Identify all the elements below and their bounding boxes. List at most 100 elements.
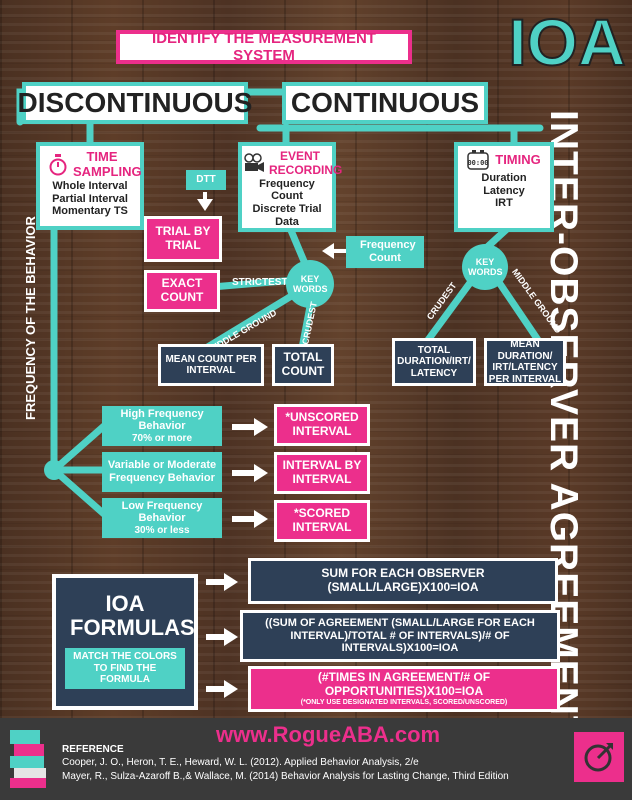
branch-low-line bbox=[50, 466, 108, 518]
formula3-text: (#TIMES IN AGREEMENT/# OF OPPORTUNITIES)… bbox=[317, 670, 491, 698]
ioa-title: IOA bbox=[507, 4, 626, 82]
event-recording-box: EVENT RECORDING Frequency Count Discrete… bbox=[238, 142, 343, 232]
frequency-count-label: Frequency Count bbox=[360, 239, 416, 264]
formula3-box: (#TIMES IN AGREEMENT/# OF OPPORTUNITIES)… bbox=[248, 666, 560, 712]
low-arrow bbox=[254, 510, 268, 528]
ioa-formulas-panel: IOA FORMULAS MATCH THE COLORS TO FIND TH… bbox=[52, 574, 198, 710]
svg-text:00:00: 00:00 bbox=[468, 159, 489, 167]
reference-2: Mayer, R., Sulza-Azaroff B.,& Wallace, M… bbox=[62, 771, 509, 782]
frequency-count-box: Frequency Count bbox=[346, 236, 424, 268]
scored-interval-label: *SCORED INTERVAL bbox=[292, 506, 352, 534]
formula2-text: ((SUM OF AGREEMENT (SMALL/LARGE FOR EACH… bbox=[265, 617, 535, 655]
time-sampling-item: Momentary TS bbox=[52, 205, 128, 218]
high-frequency-box: High Frequency Behavior 70% or more bbox=[102, 406, 222, 446]
digital-timer-icon: 00:00 bbox=[467, 150, 489, 170]
reference-label: REFERENCE bbox=[62, 744, 124, 755]
mean-count-label: MEAN COUNT PER INTERVAL bbox=[165, 353, 257, 377]
moderate-arrow-shaft bbox=[232, 470, 254, 476]
exact-count-label: EXACT COUNT bbox=[160, 276, 204, 304]
moderate-frequency-title: Variable or Moderate Frequency Behavior bbox=[107, 459, 217, 484]
formula1-box: SUM FOR EACH OBSERVER (SMALL/LARGE)X100=… bbox=[248, 558, 558, 604]
low-arrow-shaft bbox=[232, 516, 254, 522]
event-recording-item: Count bbox=[271, 190, 303, 203]
timing-item: IRT bbox=[495, 197, 513, 210]
unscored-interval-label: *UNSCORED INTERVAL bbox=[285, 410, 359, 438]
trial-by-trial-box: TRIAL BY TRIAL bbox=[144, 216, 222, 262]
event-recording-item: Frequency bbox=[259, 177, 315, 190]
mean-duration-box: MEAN DURATION/ IRT/LATENCY PER INTERVAL bbox=[484, 338, 566, 386]
total-count-box: TOTAL COUNT bbox=[272, 344, 334, 386]
dtt-arrow-shaft bbox=[203, 192, 207, 200]
timing-box: 00:00 TIMING Duration Latency IRT bbox=[454, 142, 554, 232]
formula2-arrow-shaft bbox=[206, 634, 224, 640]
event-recording-title: EVENT RECORDING bbox=[269, 149, 343, 177]
frequency-count-arrow-shaft bbox=[333, 249, 346, 253]
movie-camera-icon bbox=[244, 153, 264, 172]
time-sampling-item: Whole Interval bbox=[52, 179, 128, 192]
ioa-title-text: IOA bbox=[507, 4, 626, 80]
mean-duration-label: MEAN DURATION/ IRT/LATENCY PER INTERVAL bbox=[488, 339, 562, 385]
high-arrow-shaft bbox=[232, 424, 254, 430]
low-frequency-sub: 30% or less bbox=[134, 524, 190, 536]
formula3-arrow bbox=[224, 680, 238, 698]
formula3-note: (*ONLY USE DESIGNATED INTERVALS, SCORED/… bbox=[300, 698, 508, 706]
moderate-arrow bbox=[254, 464, 268, 482]
ioa-formulas-title: IOA FORMULAS bbox=[70, 591, 195, 641]
interval-by-interval-label: INTERVAL BY INTERVAL bbox=[282, 458, 362, 486]
event-keywords-label: KEY WORDS bbox=[293, 273, 328, 294]
match-colors-note: MATCH THE COLORS TO FIND THE FORMULA bbox=[65, 648, 185, 689]
total-duration-box: TOTAL DURATION/IRT/ LATENCY bbox=[392, 338, 476, 386]
high-arrow bbox=[254, 418, 268, 436]
identify-banner: IDENTIFY THE MEASUREMENT SYSTEM bbox=[116, 30, 412, 64]
unscored-interval-box: *UNSCORED INTERVAL bbox=[274, 404, 370, 446]
logo-badge bbox=[574, 732, 624, 782]
discontinuous-label: DISCONTINUOUS bbox=[17, 86, 253, 118]
timing-title: TIMING bbox=[495, 151, 541, 167]
formula3-arrow-shaft bbox=[206, 686, 224, 692]
books-icon bbox=[10, 730, 46, 788]
frequency-count-arrow bbox=[322, 243, 334, 259]
time-sampling-item: Partial Interval bbox=[52, 192, 128, 205]
dtt-label: DTT bbox=[196, 174, 216, 186]
continuous-box: CONTINUOUS bbox=[282, 82, 488, 124]
formula2-box: ((SUM OF AGREEMENT (SMALL/LARGE FOR EACH… bbox=[240, 610, 560, 662]
identify-label: IDENTIFY THE MEASUREMENT SYSTEM bbox=[152, 29, 376, 64]
event-recording-item: Discrete Trial Data bbox=[252, 202, 322, 228]
timing-keywords-circle: KEY WORDS bbox=[462, 244, 508, 290]
mean-count-box: MEAN COUNT PER INTERVAL bbox=[158, 344, 264, 386]
trial-by-trial-label: TRIAL BY TRIAL bbox=[155, 224, 211, 252]
event-keywords-circle: KEY WORDS bbox=[286, 260, 334, 308]
low-frequency-box: Low Frequency Behavior 30% or less bbox=[102, 498, 222, 538]
frequency-node bbox=[44, 460, 64, 480]
low-frequency-title: Low Frequency Behavior bbox=[121, 499, 203, 525]
discontinuous-box: DISCONTINUOUS bbox=[18, 82, 252, 124]
time-sampling-box: TIME SAMPLING Whole Interval Partial Int… bbox=[36, 142, 144, 230]
formula2-arrow bbox=[224, 628, 238, 646]
formula1-text: SUM FOR EACH OBSERVER (SMALL/LARGE)X100=… bbox=[321, 566, 485, 594]
branch-high-line bbox=[50, 422, 108, 474]
dtt-arrow bbox=[197, 199, 213, 211]
high-frequency-title: High Frequency Behavior bbox=[120, 407, 204, 433]
time-sampling-title: TIME SAMPLING bbox=[73, 149, 142, 179]
exact-count-box: EXACT COUNT bbox=[144, 270, 220, 312]
total-duration-label: TOTAL DURATION/IRT/ LATENCY bbox=[397, 344, 471, 379]
strictest-label: STRICTEST bbox=[232, 277, 288, 288]
event-to-keywords-line bbox=[286, 224, 310, 270]
frequency-axis-label: FREQUENCY OF THE BEHAVIOR bbox=[23, 216, 38, 420]
formula1-arrow bbox=[224, 573, 238, 591]
total-count-label: TOTAL COUNT bbox=[281, 350, 325, 378]
moderate-frequency-box: Variable or Moderate Frequency Behavior bbox=[102, 452, 222, 492]
timing-keywords-label: KEY WORDS bbox=[468, 256, 503, 277]
logo-icon bbox=[584, 742, 614, 772]
reference-1: Cooper, J. O., Heron, T. E., Heward, W. … bbox=[62, 757, 419, 768]
high-frequency-sub: 70% or more bbox=[131, 432, 193, 444]
footer: www.RogueABA.com REFERENCE Cooper, J. O.… bbox=[0, 718, 632, 800]
keywords-middle-line bbox=[202, 288, 302, 352]
continuous-label: CONTINUOUS bbox=[290, 86, 480, 118]
interval-by-interval-box: INTERVAL BY INTERVAL bbox=[274, 452, 370, 494]
timing-item: Duration bbox=[481, 172, 527, 184]
dtt-box: DTT bbox=[186, 170, 226, 190]
scored-interval-box: *SCORED INTERVAL bbox=[274, 500, 370, 542]
stopwatch-icon bbox=[49, 153, 67, 176]
